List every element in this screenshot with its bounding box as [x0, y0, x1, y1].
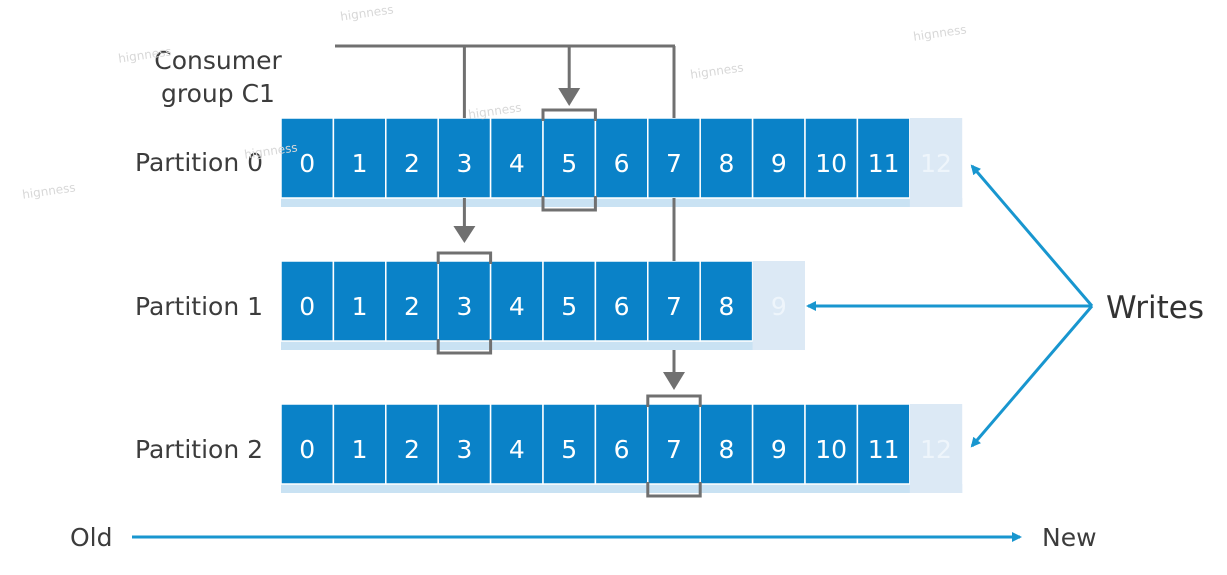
offset-cell [385, 117, 439, 199]
offset-label: 4 [509, 435, 525, 464]
bracket-bottom [436, 339, 493, 355]
arrowhead-down [453, 226, 476, 243]
consumer-group-label: Consumer group C1 [138, 44, 298, 110]
offset-label: 6 [614, 149, 630, 178]
offset-label: 8 [718, 292, 734, 321]
partition-shadow [281, 341, 805, 350]
offset-label: 1 [352, 292, 368, 321]
offset-label: 11 [868, 435, 900, 464]
offset-label: 3 [456, 149, 472, 178]
offset-label: 9 [771, 435, 787, 464]
offset-label: 1 [352, 149, 368, 178]
offset-label: 10 [815, 149, 847, 178]
offset-label: 6 [614, 435, 630, 464]
write-arrows [806, 164, 1094, 448]
partition-shadow [281, 198, 963, 207]
offset-cell [280, 117, 335, 199]
consumer-offset-brackets [436, 108, 702, 498]
offset-label: 1 [352, 435, 368, 464]
offset-cell [385, 260, 439, 342]
offset-cell [751, 117, 806, 199]
consumer-group-line2: group C1 [161, 79, 275, 108]
bracket-bottom [541, 196, 597, 212]
bracket-top [436, 251, 493, 264]
partition-1-label: Partition 1 [135, 292, 264, 321]
offset-cell [594, 260, 649, 342]
offset-label: 2 [404, 292, 420, 321]
offset-cell [332, 403, 387, 485]
partition-2-label: Partition 2 [135, 435, 264, 464]
offset-label: 5 [561, 149, 577, 178]
offset-cell [332, 117, 387, 199]
offset-label: 9 [771, 149, 787, 178]
offset-cell [489, 403, 544, 485]
offset-cell [699, 260, 754, 342]
old-label: Old [70, 523, 113, 552]
partition-1: 0 1 2 3 4 5 6 7 8 9 [280, 260, 805, 350]
offset-cell [699, 403, 754, 485]
partition-shadow [281, 484, 963, 493]
offset-cell [542, 117, 597, 199]
bracket-top [646, 394, 702, 407]
write-arrow-partition-2 [970, 305, 1094, 448]
next-write-label: 12 [920, 435, 952, 464]
write-arrow-partition-0 [970, 164, 1094, 307]
offset-label: 7 [666, 435, 682, 464]
consumer-group-line1: Consumer [154, 46, 282, 75]
offset-label: 3 [456, 292, 472, 321]
offset-cell [385, 403, 439, 485]
partition-0-label: Partition 0 [135, 148, 264, 177]
writes-label: Writes [1106, 290, 1204, 326]
offset-cell [804, 403, 859, 485]
consumer-group-connectors [335, 44, 685, 390]
offset-label: 0 [299, 149, 315, 178]
offset-cell [489, 117, 544, 199]
offset-cell [594, 403, 649, 485]
offset-label: 5 [561, 435, 577, 464]
bracket-bottom [646, 482, 702, 498]
offset-cell [280, 403, 335, 485]
offset-cell [542, 260, 597, 342]
offset-label: 11 [868, 149, 900, 178]
offset-label: 10 [815, 435, 847, 464]
offset-label: 8 [718, 435, 734, 464]
arrowhead-down [663, 372, 685, 390]
offset-label: 6 [614, 292, 630, 321]
offset-label: 4 [509, 292, 525, 321]
offset-cell [542, 403, 597, 485]
offset-label: 7 [666, 292, 682, 321]
offset-cell [594, 117, 649, 199]
offset-label: 4 [509, 149, 525, 178]
offset-cell [856, 403, 911, 485]
arrowhead-down [558, 88, 581, 106]
offset-label: 3 [456, 435, 472, 464]
next-write-label: 12 [920, 149, 952, 178]
offset-cell [699, 117, 754, 199]
next-write-cell [909, 118, 963, 207]
offset-cell [332, 260, 387, 342]
next-write-label: 9 [771, 292, 787, 321]
offset-label: 0 [299, 435, 315, 464]
offset-cell [804, 117, 859, 199]
offset-label: 2 [404, 435, 420, 464]
offset-cell [437, 403, 492, 485]
offset-label: 7 [666, 149, 682, 178]
next-write-cell [752, 261, 805, 350]
offset-label: 2 [404, 149, 420, 178]
offset-cell [280, 260, 335, 342]
new-label: New [1042, 523, 1097, 552]
offset-label: 5 [561, 292, 577, 321]
offset-label: 8 [718, 149, 734, 178]
next-write-cell [909, 404, 963, 493]
bracket-top [541, 108, 597, 121]
offset-label: 0 [299, 292, 315, 321]
offset-cell [751, 403, 806, 485]
